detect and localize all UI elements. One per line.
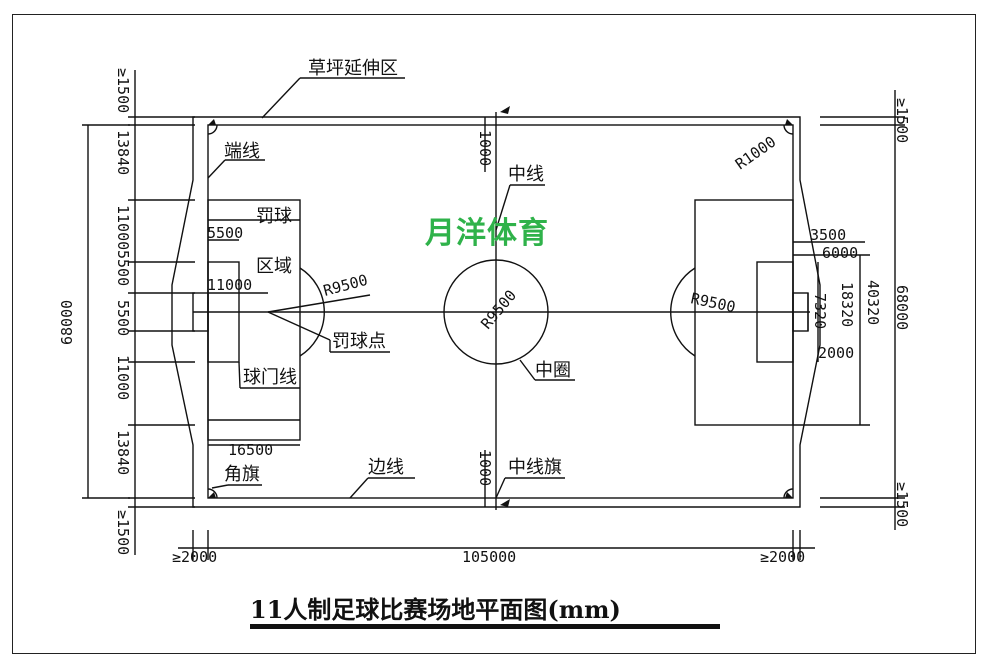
dim-right-68000: 68000 [893, 285, 911, 330]
label-corner-flag: 角旗 [224, 464, 260, 485]
dim-overall-width: 68000 [58, 300, 76, 345]
label-penalty-spot: 罚球点 [332, 331, 386, 352]
dim-left-1500-top: ≥1500 [114, 68, 132, 113]
title-underline [250, 624, 720, 629]
left-goal [192, 292, 209, 332]
dim-left-5500-bottom: 5500 [114, 300, 132, 336]
dim-left-5500-top: 5500 [114, 250, 132, 286]
dim-goal-area-width: 18320 [838, 282, 856, 327]
dim-goal-area-width-r: 6000 [822, 244, 858, 262]
dim-flag-offset-bottom: 1000 [476, 450, 494, 486]
dim-bottom-2000-right: ≥2000 [760, 548, 805, 566]
dim-left-13840-top: 13840 [114, 130, 132, 175]
grass-extension-boundary [171, 116, 821, 508]
label-penalty-area-1: 罚球 [256, 206, 292, 227]
dim-penalty-spot-dist: 11000 [207, 276, 252, 294]
dim-goal-height: 2000 [818, 344, 854, 362]
dim-goal-width: 7320 [811, 293, 829, 329]
dim-goal-depth: 3500 [810, 226, 846, 244]
dim-right-1500-bottom: ≥1500 [893, 482, 911, 527]
label-penalty-area-2: 区域 [256, 256, 292, 277]
right-penalty-arc [670, 267, 696, 357]
dim-bottom-2000-left: ≥2000 [172, 548, 217, 566]
left-penalty-arc [299, 267, 325, 357]
dim-goal-area-depth: 5500 [207, 224, 243, 242]
dim-arc-radius-left: R9500 [321, 271, 369, 300]
dim-left-11000-bottom: 11000 [114, 355, 132, 400]
drawing-title: 11人制足球比赛场地平面图(mm) [250, 595, 621, 624]
label-grass-extension: 草坪延伸区 [308, 58, 398, 79]
dim-bottom-length: 105000 [462, 548, 516, 566]
label-center-circle: 中圈 [535, 360, 571, 381]
label-touch-line: 边线 [368, 457, 404, 478]
dim-flag-offset-top: 1000 [476, 130, 494, 166]
dim-left-11000-top: 11000 [114, 205, 132, 250]
label-end-line: 端线 [224, 141, 260, 162]
dim-right-1500-top: ≥1500 [893, 98, 911, 143]
label-halfway-line: 中线 [508, 164, 544, 185]
label-halfway-flag: 中线旗 [508, 457, 562, 478]
dim-corner-radius: R1000 [732, 133, 779, 174]
dim-center-radius: R9500 [477, 286, 520, 332]
dim-left-1500-bottom: ≥1500 [114, 510, 132, 555]
watermark-text: 月洋体育 [425, 216, 549, 251]
dim-penalty-area-depth: 16500 [228, 441, 273, 459]
dim-penalty-area-width: 40320 [864, 280, 882, 325]
label-goal-line: 球门线 [243, 367, 297, 388]
dim-left-13840-bottom: 13840 [114, 430, 132, 475]
field-plan-drawing: 草坪延伸区 端线 罚球 区域 罚球点 球门线 角旗 边线 中线 中圈 中线旗 ≥… [58, 58, 911, 566]
